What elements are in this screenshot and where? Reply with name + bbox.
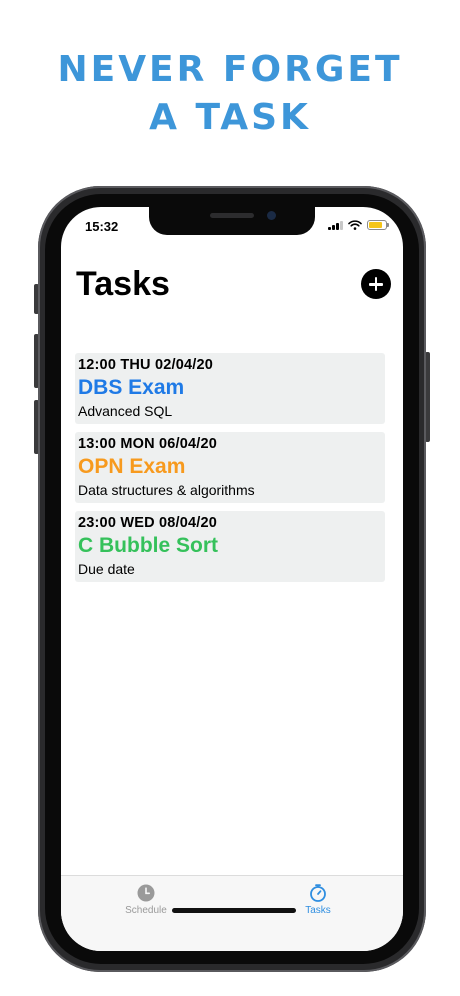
stopwatch-icon — [310, 884, 326, 902]
task-list: 12:00 THU 02/04/20 DBS Exam Advanced SQL… — [75, 353, 385, 582]
task-title: OPN Exam — [78, 455, 186, 478]
front-camera — [267, 211, 276, 220]
task-date: 12:00 THU 02/04/20 — [78, 357, 213, 373]
volume-down-button — [34, 400, 39, 454]
tab-bar: Schedule Tasks — [61, 875, 403, 951]
task-description: Due date — [78, 561, 135, 577]
status-time: 15:32 — [85, 219, 119, 234]
phone-screen: 15:32 Tasks 12:00 THU 02/04/20 DBS Exam … — [61, 207, 403, 951]
tab-schedule[interactable]: Schedule — [86, 884, 206, 916]
tab-tasks-label: Tasks — [305, 905, 331, 916]
tab-schedule-label: Schedule — [125, 905, 167, 916]
wifi-icon — [348, 220, 362, 230]
task-date: 13:00 MON 06/04/20 — [78, 436, 218, 452]
task-title: C Bubble Sort — [78, 534, 218, 557]
task-card[interactable]: 12:00 THU 02/04/20 DBS Exam Advanced SQL — [75, 353, 385, 424]
page-title: Tasks — [76, 265, 170, 303]
task-description: Advanced SQL — [78, 403, 173, 419]
cellular-signal-icon — [328, 220, 343, 230]
add-task-button[interactable] — [361, 269, 391, 299]
task-title: DBS Exam — [78, 376, 185, 399]
status-icons — [328, 220, 389, 230]
task-date: 23:00 WED 08/04/20 — [78, 515, 218, 531]
headline-line-1: NEVER FORGET — [57, 49, 403, 90]
clock-icon — [137, 884, 155, 902]
home-indicator — [172, 908, 296, 913]
battery-icon — [367, 220, 389, 230]
power-button — [425, 352, 430, 442]
headline-line-2: A TASK — [149, 97, 311, 138]
task-card[interactable]: 13:00 MON 06/04/20 OPN Exam Data structu… — [75, 432, 385, 503]
earpiece-speaker — [210, 213, 254, 218]
volume-up-button — [34, 334, 39, 388]
notch — [149, 207, 315, 235]
silent-switch — [34, 284, 39, 314]
task-card[interactable]: 23:00 WED 08/04/20 C Bubble Sort Due dat… — [75, 511, 385, 582]
tab-tasks[interactable]: Tasks — [258, 884, 378, 916]
task-description: Data structures & algorithms — [78, 482, 255, 498]
promo-headline: NEVER FORGET A TASK — [0, 46, 460, 142]
